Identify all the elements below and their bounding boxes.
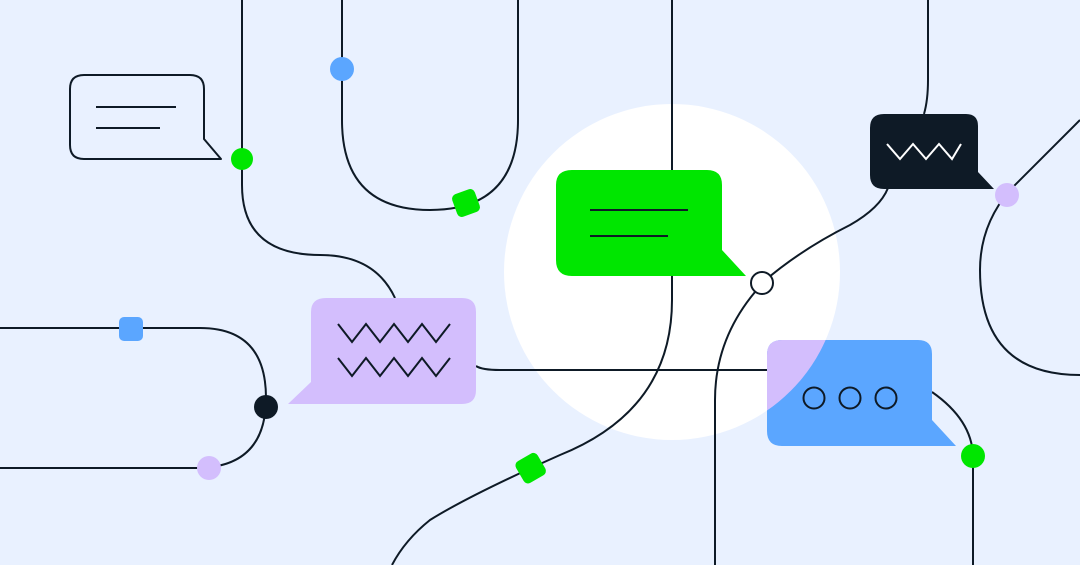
lavender-dot-node xyxy=(995,183,1019,207)
line-lavender-to-blue xyxy=(475,365,768,371)
blue-square-node xyxy=(119,317,143,341)
zigzag-icon xyxy=(337,356,451,378)
line-left-to-lavender xyxy=(241,0,396,299)
hollow-junction-node xyxy=(750,271,774,295)
green-dot-node xyxy=(961,444,985,468)
lavender-zigzag-bubble xyxy=(288,298,476,404)
typing-dot-icon xyxy=(802,386,826,410)
line-node-to-dark xyxy=(761,187,889,284)
typing-dot-icon xyxy=(874,386,898,410)
green-dot-node xyxy=(231,148,253,170)
line-top-u xyxy=(341,0,519,212)
nodes xyxy=(119,57,1019,484)
blue-typing-bubble xyxy=(767,340,956,446)
blue-dot-node xyxy=(330,57,354,81)
zigzag-icon xyxy=(886,142,962,161)
lavender-dot-node xyxy=(197,456,221,480)
outline-text-bubble xyxy=(69,74,222,160)
dark-dot-node xyxy=(254,395,278,419)
dark-zigzag-bubble xyxy=(870,114,994,189)
green-square-node xyxy=(515,452,546,484)
green-text-bubble xyxy=(556,170,746,276)
line-right-arc xyxy=(978,119,1080,376)
typing-dot-icon xyxy=(838,386,862,410)
zigzag-icon xyxy=(337,322,451,344)
line-node-down xyxy=(714,291,756,565)
line-top-right xyxy=(923,0,929,115)
green-square-node xyxy=(452,189,480,217)
